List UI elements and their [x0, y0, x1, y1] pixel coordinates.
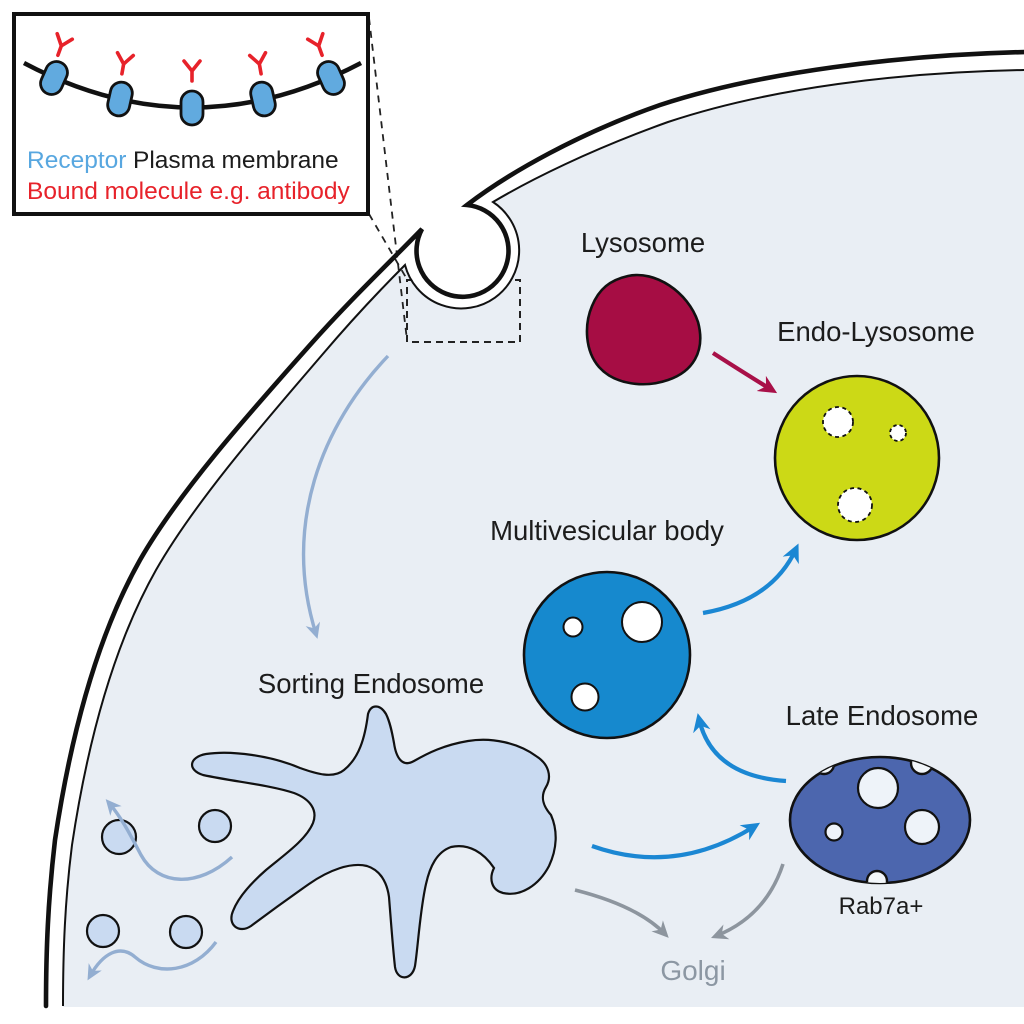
- receptor-icon: [106, 80, 134, 118]
- endo-lysosome-shape: [773, 374, 941, 542]
- antibody-icon: [305, 31, 325, 58]
- mvb-vesicle: [621, 601, 663, 643]
- endo-lysosome-vesicle: [822, 406, 854, 438]
- golgi-label: Golgi: [660, 955, 725, 986]
- rab7a-label: Rab7a+: [839, 893, 924, 920]
- arrow-recycling-lower: [87, 940, 218, 981]
- recycling-vesicle: [168, 914, 204, 950]
- arrow-lateendosome-to-golgi: [711, 863, 785, 940]
- endocytic-pit-pocket: [405, 195, 519, 309]
- endo-lysosome-label: Endo-Lysosome: [777, 316, 975, 347]
- mvb-vesicle: [562, 616, 584, 638]
- arrow-mvb-to-endolysosome: [702, 543, 799, 616]
- antibody-icon: [182, 59, 202, 83]
- late-endosome-vesicle: [824, 822, 844, 842]
- membrane-inset: Receptor Plasma membrane Bound molecule …: [12, 12, 370, 216]
- recycling-vesicle: [197, 808, 233, 844]
- receptor-icon: [316, 60, 346, 96]
- arrow-sorting-to-lateendosome: [591, 822, 761, 860]
- receptor-icon: [249, 80, 277, 118]
- arrow-sorting-to-golgi: [574, 888, 669, 938]
- late-endosome-label: Late Endosome: [786, 700, 979, 731]
- arrow-lateendosome-to-mvb: [693, 713, 787, 784]
- inset-legend-bound-molecule: Bound molecule e.g. antibody: [27, 178, 351, 205]
- sorting-endosome-label: Sorting Endosome: [258, 668, 484, 699]
- lysosome-shape: [585, 273, 702, 386]
- recycling-vesicle: [85, 913, 121, 949]
- multivesicular-body-label: Multivesicular body: [490, 515, 724, 546]
- inset-legend-receptor: Receptor: [27, 147, 126, 174]
- late-endosome-notch: [865, 869, 889, 883]
- plasma-membrane-outer-line: [43, 49, 1024, 1009]
- late-endosome-vesicle: [856, 766, 900, 810]
- endo-lysosome-vesicle: [889, 424, 907, 442]
- plasma-membrane-inner-line: [62, 69, 1024, 1007]
- antibody-icon: [115, 50, 136, 76]
- multivesicular-body-shape: [522, 570, 692, 740]
- endo-lysosome-vesicle: [837, 487, 873, 523]
- receptor-icon: [39, 60, 69, 96]
- arrow-internalization: [302, 354, 390, 639]
- magnifier-leader-line-top: [368, 17, 408, 341]
- late-endosome-vesicle: [903, 808, 941, 846]
- antibody-icon: [55, 31, 75, 58]
- mvb-vesicle: [570, 682, 600, 712]
- sorting-endosome-shape: [191, 705, 557, 979]
- antibody-icon: [247, 50, 268, 76]
- lysosome-label: Lysosome: [581, 227, 705, 258]
- receptor-icon: [179, 89, 205, 127]
- arrow-lysosome-to-endolysosome: [711, 351, 778, 394]
- arrow-recycling-upper: [105, 799, 234, 881]
- inset-legend-plasma-membrane: Plasma membrane: [133, 147, 339, 174]
- magnified-region-box: [406, 279, 521, 343]
